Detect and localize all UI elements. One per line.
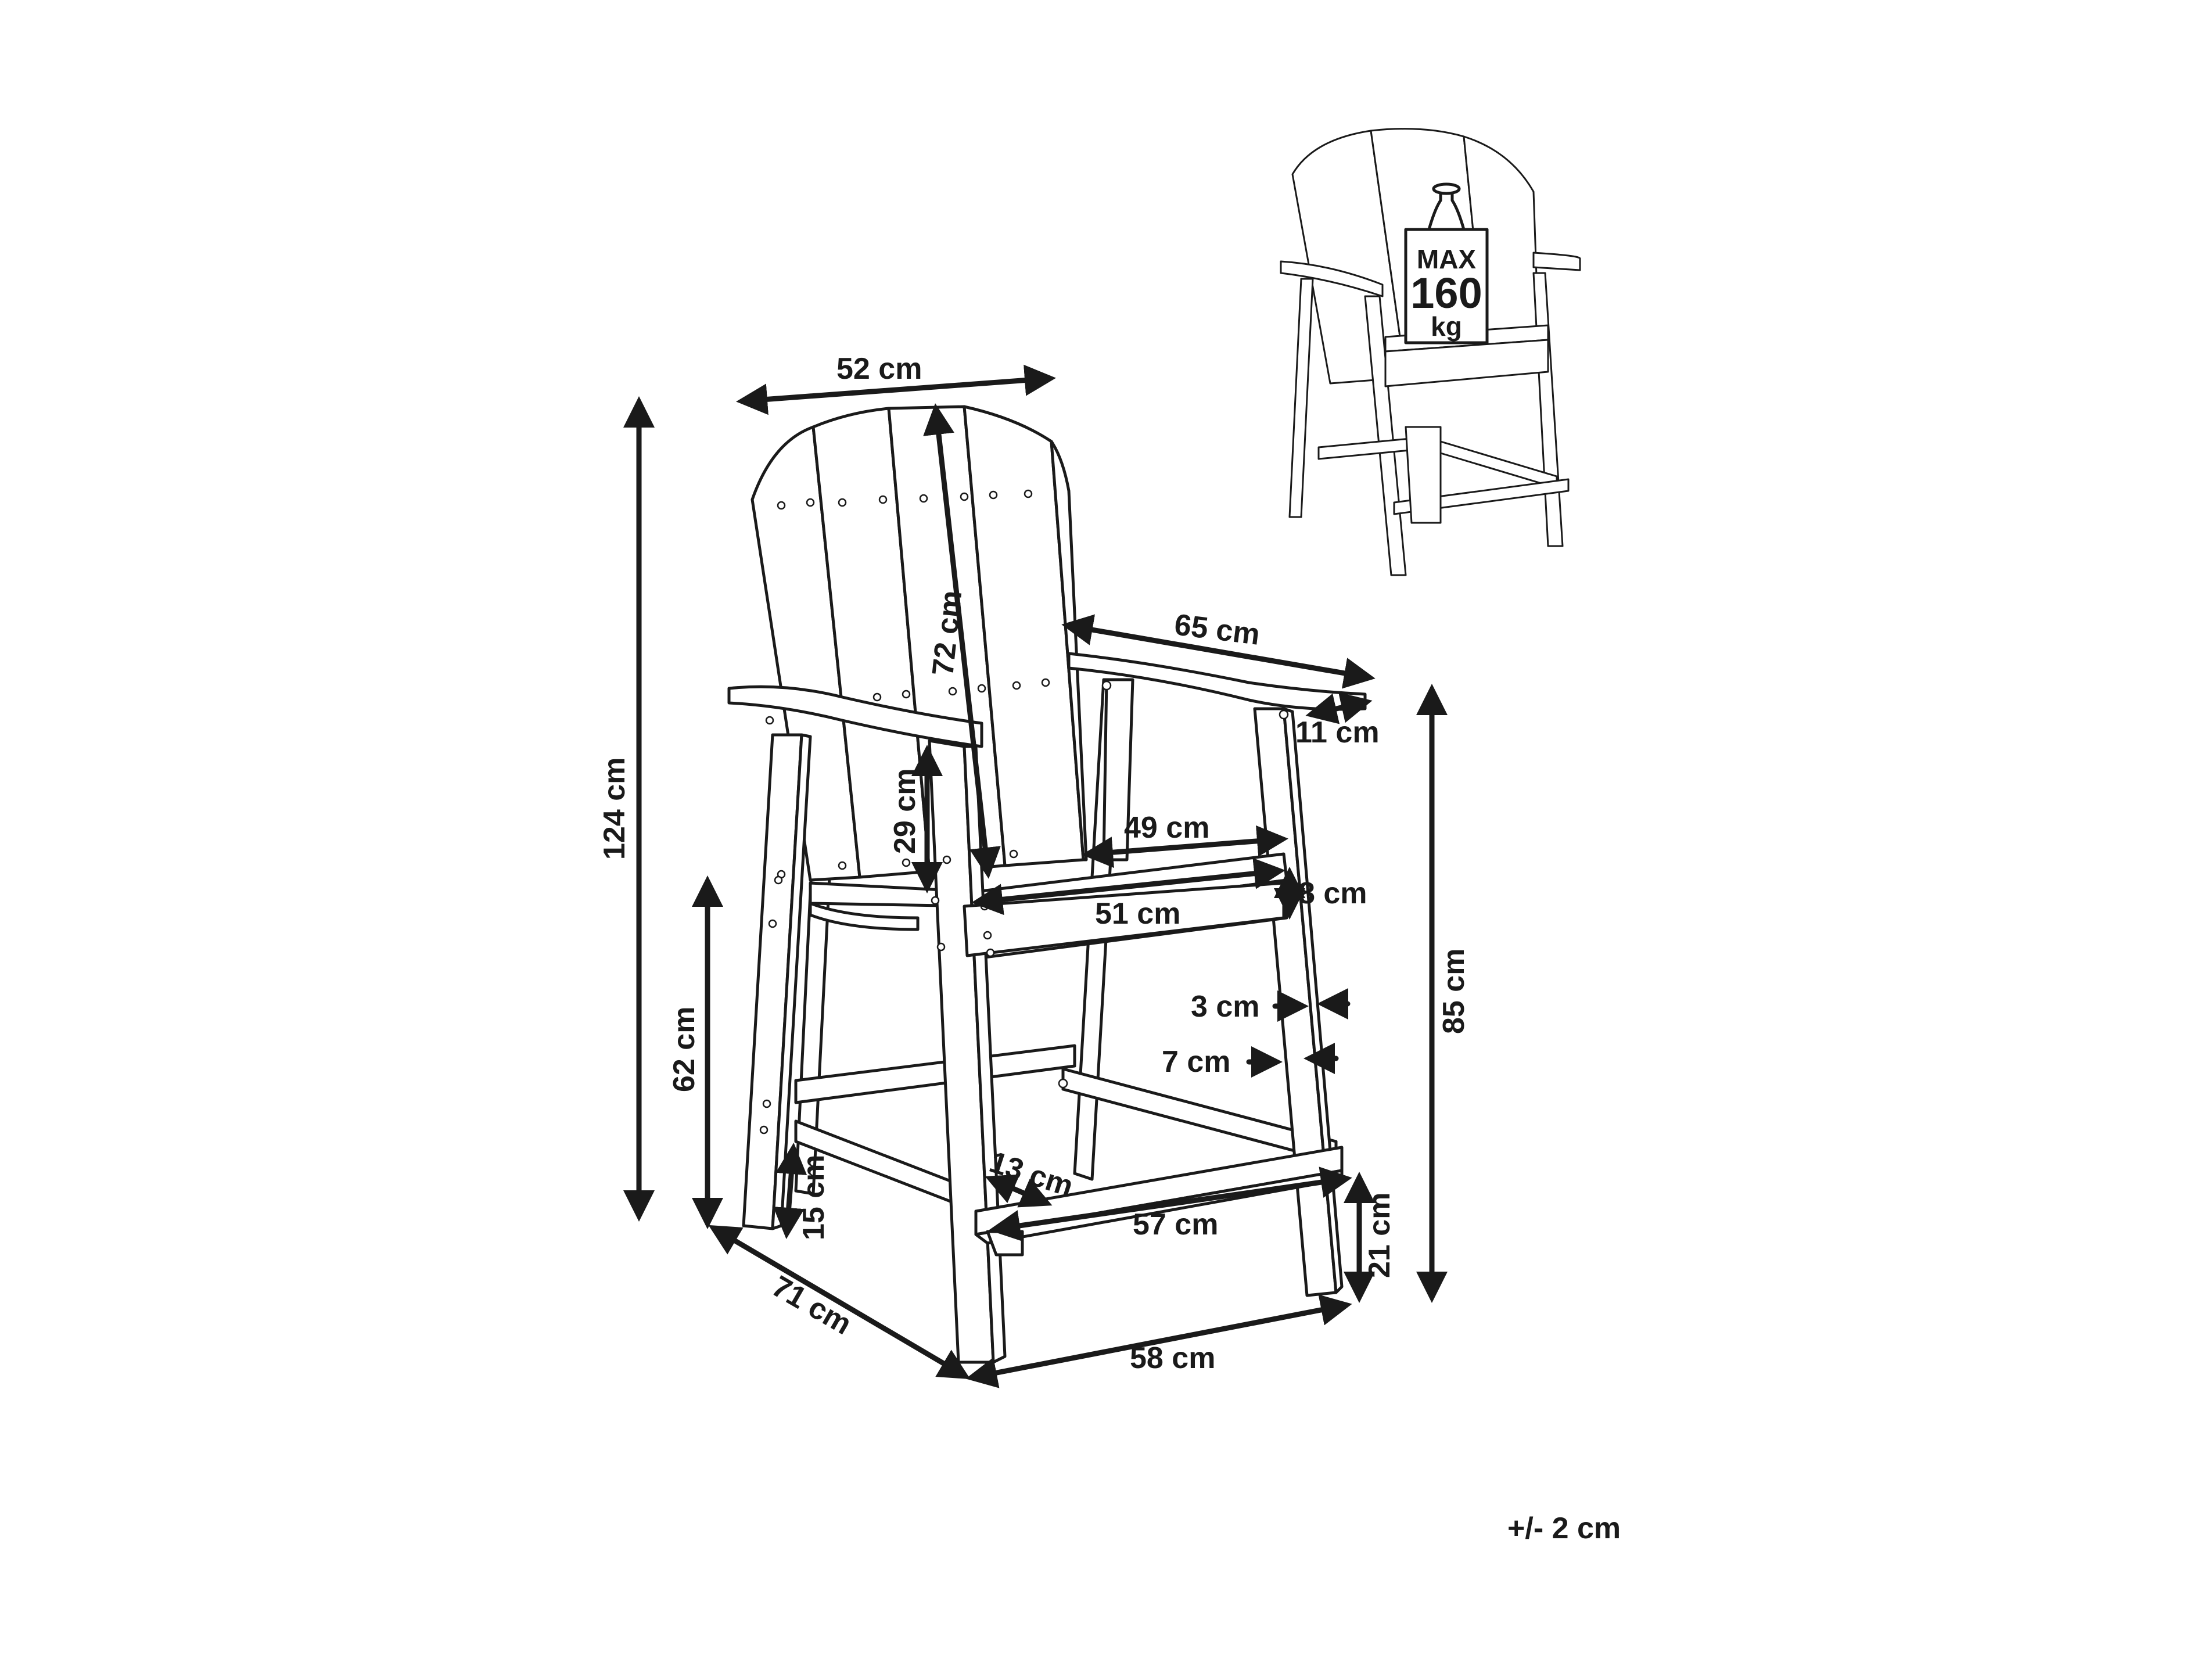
label-21cm: 21 cm [1363,1193,1396,1278]
max-weight-value: 160 [1410,269,1482,317]
label-8cm: 8 cm [1298,877,1367,910]
label-29cm: 29 cm [888,769,922,854]
label-57cm: 57 cm [1133,1208,1218,1241]
max-weight-unit: kg [1431,311,1462,342]
label-58cm: 58 cm [1130,1341,1215,1375]
label-3cm: 3 cm [1191,990,1260,1024]
label-11cm: 11 cm [1295,716,1380,749]
label-15cm: 15 cm [797,1155,831,1240]
dimension-arrows [623,364,1448,1388]
weight-icon: MAX 160 kg [1404,182,1489,344]
label-7cm: 7 cm [1162,1045,1231,1079]
label-52cm: 52 cm [836,352,922,386]
label-85cm: 85 cm [1437,949,1471,1034]
label-71cm: 71 cm [766,1269,857,1341]
label-62cm: 62 cm [667,1007,701,1092]
max-label: MAX [1417,244,1477,274]
small-chair-drawing [1280,128,1581,576]
label-51cm: 51 cm [1095,897,1180,931]
label-124cm: 124 cm [598,758,631,860]
tolerance-note: +/- 2 cm [1507,1512,1621,1545]
label-49cm: 49 cm [1124,811,1209,845]
